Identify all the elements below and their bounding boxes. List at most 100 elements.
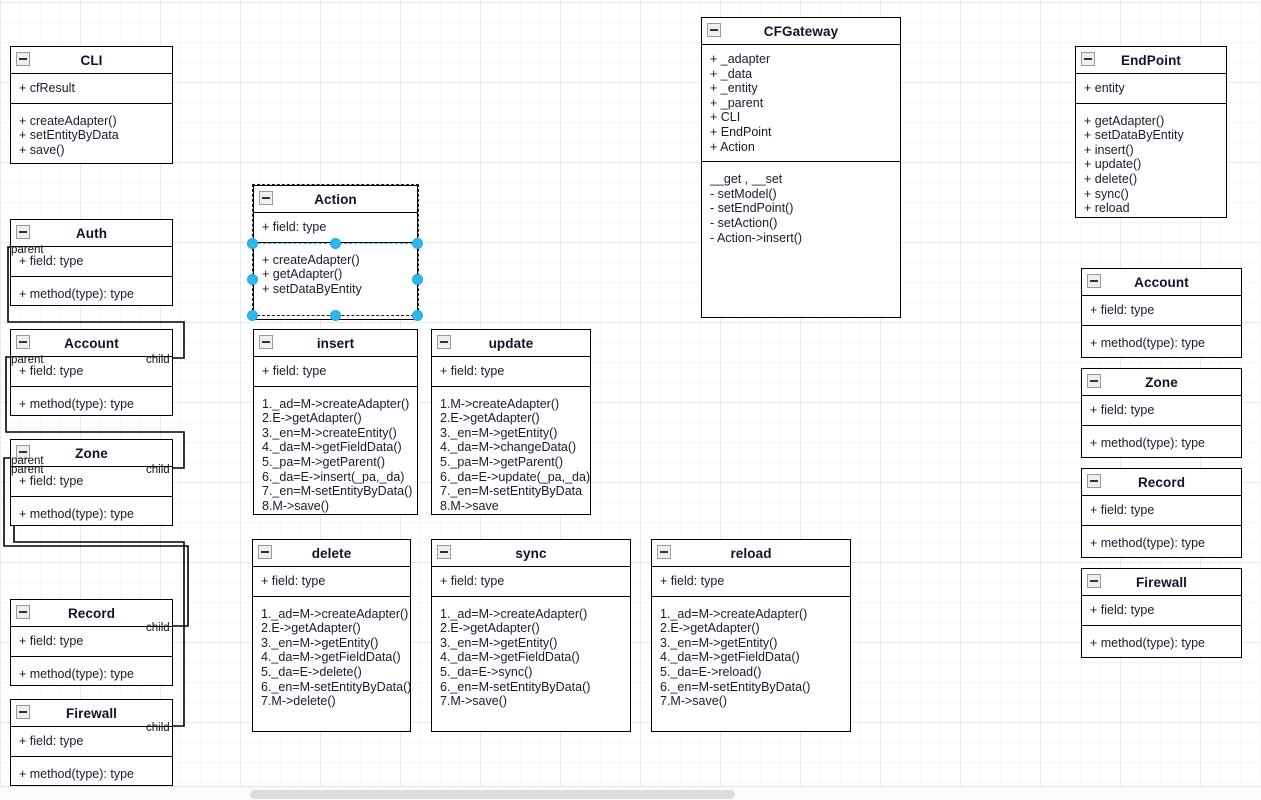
operations-compartment[interactable]: + method(type): type: [11, 387, 172, 419]
operations-compartment[interactable]: + method(type): type: [11, 757, 172, 786]
attributes-compartment[interactable]: + field: type: [432, 357, 590, 387]
attributes-compartment[interactable]: + field: type: [1082, 496, 1241, 526]
operation-item: + method(type): type: [19, 766, 134, 781]
operation-item: 7._en=M-setEntityByData: [440, 484, 583, 499]
operation-item: 4._da=M->getFieldData(): [440, 650, 580, 665]
class-header: CLI: [11, 47, 172, 74]
uml-class-record-left[interactable]: Record+ field: type+ method(type): type: [10, 599, 173, 686]
uml-class-firewall-right[interactable]: Firewall + field: type + method(type): typ…: [1081, 568, 1242, 658]
attributes-compartment[interactable]: + entity: [1076, 74, 1226, 104]
resize-handle[interactable]: [247, 238, 258, 249]
resize-handle[interactable]: [247, 310, 258, 321]
operations-compartment[interactable]: + method(type): type: [1082, 626, 1241, 658]
collapse-minus-icon[interactable]: [259, 191, 273, 205]
operations-compartment[interactable]: 1._ad=M->createAdapter()2.E->getAdapter(…: [652, 597, 850, 716]
operations-compartment[interactable]: + method(type): type: [11, 657, 172, 689]
attributes-compartment[interactable]: + _adapter+ _data+ _entity+ _parent+ CLI…: [702, 45, 900, 163]
attributes-compartment[interactable]: + field: type: [1082, 596, 1241, 626]
collapse-minus-icon[interactable]: [1087, 374, 1101, 388]
resize-handle[interactable]: [412, 274, 423, 285]
uml-class-cli[interactable]: CLI + cfResult+ createAdapter()+ setEntit…: [10, 46, 173, 164]
collapse-minus-icon[interactable]: [437, 545, 451, 559]
operation-item: + update(): [1084, 157, 1142, 172]
operation-item: - setEndPoint(): [710, 201, 794, 216]
resize-handle[interactable]: [412, 310, 423, 321]
operations-compartment[interactable]: + createAdapter()+ setEntityByData+ save…: [11, 104, 172, 165]
collapse-minus-icon[interactable]: [16, 225, 30, 239]
collapse-minus-icon[interactable]: [258, 545, 272, 559]
operation-item: 3._en=M->getEntity(): [261, 635, 379, 650]
operations-compartment[interactable]: + method(type): type: [1082, 426, 1241, 458]
uml-class-account-right[interactable]: Account+ field: type+ method(type): type: [1081, 268, 1242, 358]
operations-compartment[interactable]: + method(type): type: [11, 277, 172, 309]
collapse-minus-icon[interactable]: [657, 545, 671, 559]
collapse-minus-icon[interactable]: [1087, 574, 1101, 588]
operations-compartment[interactable]: 1._ad=M->createAdapter()2.E->getAdapter(…: [432, 597, 630, 716]
class-name: CFGateway: [763, 23, 839, 39]
operation-item: 4._da=M->changeData(): [440, 440, 577, 455]
attributes-compartment[interactable]: + field: type: [432, 567, 630, 597]
collapse-minus-icon[interactable]: [1087, 274, 1101, 288]
uml-class-endpoint[interactable]: EndPoint+ entity+ getAdapter()+ setDataB…: [1075, 46, 1227, 218]
attribute-item: + _data: [710, 66, 753, 81]
collapse-minus-icon[interactable]: [16, 52, 30, 66]
operations-compartment[interactable]: 1._ad=M->createAdapter()2.E->getAdapter(…: [253, 597, 411, 716]
horizontal-scrollbar[interactable]: [0, 786, 1261, 800]
uml-class-account-left[interactable]: Account+ field: type+ method(type): type: [10, 329, 173, 416]
attributes-compartment[interactable]: + field: type: [1082, 296, 1241, 326]
scrollbar-thumb[interactable]: [250, 790, 735, 799]
attributes-compartment[interactable]: + field: type: [253, 567, 410, 597]
uml-class-firewall-left[interactable]: Firewall+ field: type+ method(type): typ…: [10, 699, 173, 786]
attributes-compartment[interactable]: + field: type: [11, 727, 172, 757]
uml-class-zone-right[interactable]: Zone+ field: type+ method(type): type: [1081, 368, 1242, 458]
uml-class-record-right[interactable]: Record+ field: type+ method(type): type: [1081, 468, 1242, 558]
collapse-minus-icon[interactable]: [16, 605, 30, 619]
operation-item: + createAdapter(): [19, 113, 117, 128]
operations-compartment[interactable]: __get , __set- setModel()- setEndPoint()…: [702, 162, 900, 252]
operation-item: + delete(): [1084, 171, 1138, 186]
attributes-compartment[interactable]: + field: type: [254, 357, 417, 387]
collapse-minus-icon[interactable]: [16, 335, 30, 349]
operations-compartment[interactable]: 1.M->createAdapter()2.E->getAdapter()3._…: [432, 387, 590, 521]
operations-compartment[interactable]: + method(type): type: [11, 497, 172, 529]
collapse-minus-icon[interactable]: [16, 705, 30, 719]
class-name: CLI: [80, 52, 103, 68]
uml-class-cfgateway[interactable]: CFGateway + _adapter+ _data+ _entity+ _pa…: [701, 17, 901, 318]
collapse-minus-icon[interactable]: [437, 335, 451, 349]
uml-class-zone-left[interactable]: Zone+ field: type+ method(type): type: [10, 439, 173, 526]
attribute-item: + field: type: [19, 734, 84, 748]
class-header: Account: [1082, 269, 1241, 296]
uml-class-action[interactable]: Action+ field: type+ createAdapter()+ ge…: [253, 185, 418, 320]
operations-compartment[interactable]: + method(type): type: [1082, 526, 1241, 558]
resize-handle[interactable]: [247, 274, 258, 285]
operation-item: + insert(): [1084, 142, 1134, 157]
class-name: Firewall: [1135, 574, 1188, 590]
operation-item: 7.M->save(): [660, 694, 728, 709]
collapse-minus-icon[interactable]: [1087, 474, 1101, 488]
attributes-compartment[interactable]: + field: type: [652, 567, 850, 597]
operation-item: + method(type): type: [1090, 635, 1205, 650]
operations-compartment[interactable]: + getAdapter()+ setDataByEntity+ insert(…: [1076, 104, 1226, 223]
class-name: Record: [67, 605, 116, 621]
resize-handle[interactable]: [412, 238, 423, 249]
collapse-minus-icon[interactable]: [1081, 52, 1095, 66]
resize-handle[interactable]: [329, 238, 341, 249]
operations-compartment[interactable]: + method(type): type: [1082, 326, 1241, 358]
collapse-minus-icon[interactable]: [259, 335, 273, 349]
collapse-minus-icon[interactable]: [707, 23, 721, 37]
attribute-item: + _parent: [710, 95, 764, 110]
attributes-compartment[interactable]: + cfResult: [11, 74, 172, 104]
attributes-compartment[interactable]: + field: type: [1082, 396, 1241, 426]
operations-compartment[interactable]: 1._ad=M->createAdapter()2.E->getAdapter(…: [254, 387, 417, 521]
uml-class-auth-left[interactable]: Auth+ field: type+ method(type): type: [10, 219, 173, 306]
resize-handle[interactable]: [329, 310, 341, 321]
class-name: EndPoint: [1120, 52, 1182, 68]
operations-compartment[interactable]: + createAdapter()+ getAdapter()+ setData…: [254, 243, 417, 304]
operation-item: 2.E->getAdapter(): [440, 411, 540, 426]
